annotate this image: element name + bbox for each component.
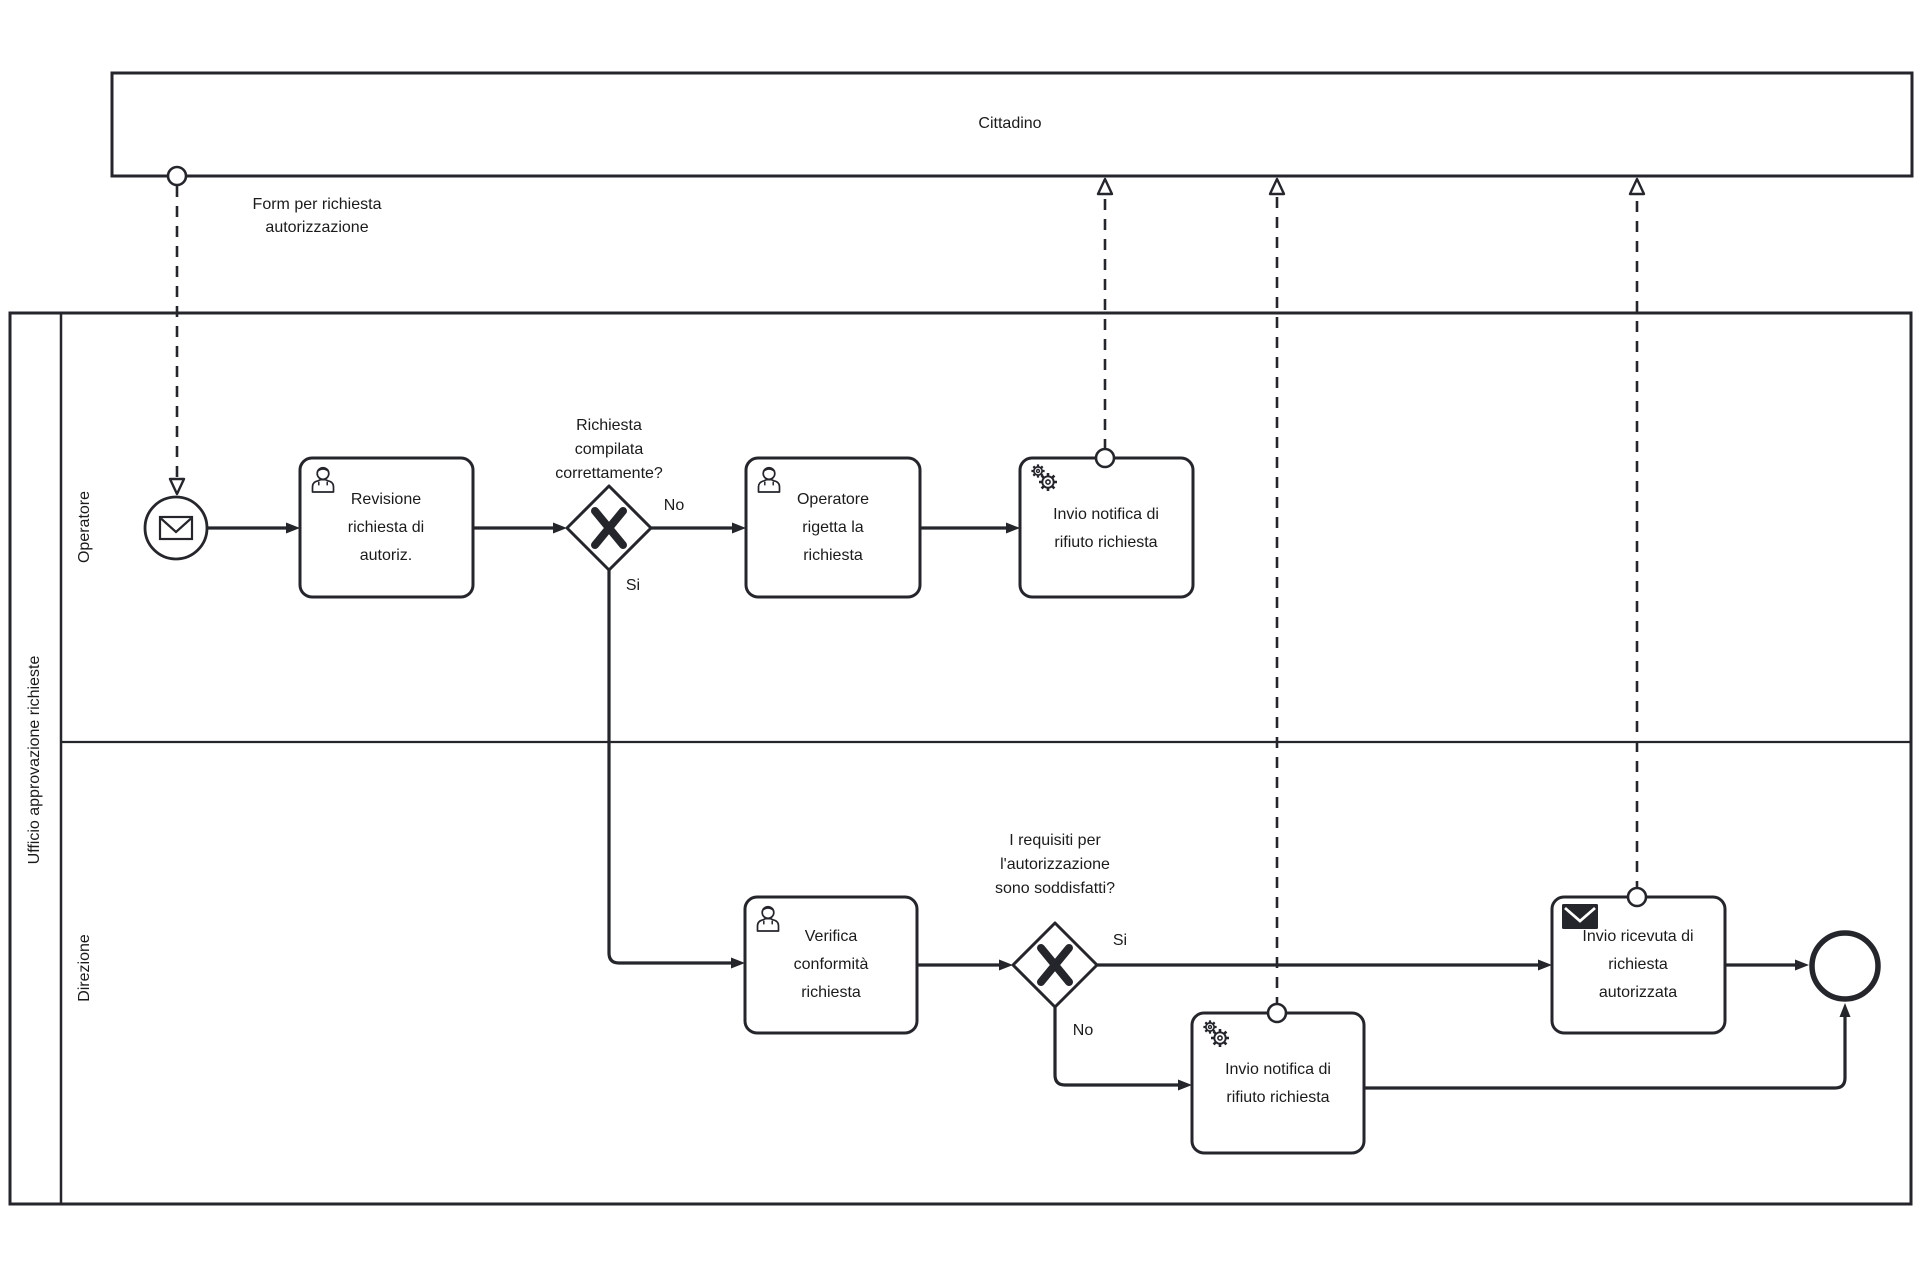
message-flow-notifica-direzione[interactable]: [1268, 177, 1286, 1008]
end-event[interactable]: [1809, 930, 1881, 1002]
flow-gateway1-no[interactable]: [651, 522, 746, 534]
flow-gateway1-si[interactable]: [607, 570, 745, 969]
flow-gateway2-si[interactable]: [1097, 959, 1552, 971]
message-source-dot: [1266, 1002, 1288, 1024]
gateway-requisiti-soddisfatti[interactable]: [1011, 921, 1099, 1009]
pool-cittadino[interactable]: [110, 71, 1914, 178]
flow-label-no1: No: [663, 497, 685, 514]
task-verifica-conformita[interactable]: [743, 895, 919, 1035]
start-event-message[interactable]: [143, 495, 209, 561]
flow-ricevuta-to-end[interactable]: [1725, 959, 1809, 971]
arrowhead-icon: [1795, 959, 1809, 971]
open-arrowhead-up-icon: [1628, 177, 1646, 196]
arrowhead-icon: [1538, 959, 1552, 971]
task-revisione-richiesta[interactable]: [298, 456, 475, 599]
arrowhead-icon: [1178, 1079, 1192, 1091]
flow-rigetta-to-notifica[interactable]: [920, 522, 1020, 534]
pool-ufficio[interactable]: [8, 311, 1913, 1206]
open-arrowhead-up-icon: [1268, 177, 1286, 196]
lane-label-direzione: Direzione: [76, 934, 93, 1002]
flow-notifica-direzione-to-end[interactable]: [1364, 1003, 1851, 1090]
flow-label-si1: Si: [625, 577, 641, 594]
message-flow-label-form: Form per richiesta autorizzazione: [252, 196, 382, 236]
flow-gateway2-no[interactable]: [1053, 1007, 1192, 1091]
arrowhead-icon: [999, 959, 1013, 971]
open-arrowhead-down-icon: [168, 477, 186, 496]
x-marker-icon: [1037, 944, 1073, 986]
arrowhead-icon: [286, 522, 300, 534]
pool-title-ufficio: Ufficio approvazione richieste: [26, 655, 43, 865]
envelope-icon: [158, 515, 194, 541]
gateway-richiesta-compilata[interactable]: [565, 484, 653, 572]
flow-revisione-to-gateway1[interactable]: [473, 522, 567, 534]
task-label-rigetta: Operatore rigetta la richiesta: [796, 491, 870, 564]
arrowhead-icon: [553, 522, 567, 534]
arrowhead-icon: [731, 957, 745, 969]
gateway-label-requisiti: I requisiti per l'autorizzazione sono so…: [994, 832, 1116, 897]
task-label-revisione: Revisione richiesta di autoriz.: [347, 491, 425, 564]
task-label-invio-notifica-direzione: Invio notifica di rifiuto richiesta: [1225, 1061, 1331, 1106]
flow-label-si2: Si: [1112, 932, 1128, 949]
arrowhead-icon: [1839, 1003, 1851, 1017]
message-source-dot: [1094, 447, 1116, 469]
x-marker-icon: [591, 507, 627, 549]
flow-label-no2: No: [1072, 1022, 1094, 1039]
message-flow-ricevuta[interactable]: [1628, 177, 1646, 892]
flow-verifica-to-gateway2[interactable]: [917, 959, 1013, 971]
task-label-invio-ricevuta: Invio ricevuta di richiesta autorizzata: [1582, 928, 1694, 1001]
message-source-dot: [1626, 886, 1648, 908]
message-source-dot: [166, 165, 188, 187]
gateway-label-compilata: Richiesta compilata correttamente?: [555, 417, 663, 482]
task-label-invio-notifica-operatore: Invio notifica di rifiuto richiesta: [1053, 506, 1159, 551]
lane-label-operatore: Operatore: [76, 490, 93, 564]
arrowhead-icon: [732, 522, 746, 534]
flow-start-to-revisione[interactable]: [207, 522, 300, 534]
pool-title-cittadino: Cittadino: [978, 115, 1042, 132]
filled-envelope-icon: [1562, 904, 1598, 929]
message-flow-notifica-operatore[interactable]: [1096, 177, 1114, 450]
arrowhead-icon: [1006, 522, 1020, 534]
open-arrowhead-up-icon: [1096, 177, 1114, 196]
task-label-verifica: Verifica conformità richiesta: [793, 928, 869, 1001]
message-flow-form[interactable]: [168, 186, 186, 496]
task-operatore-rigetta[interactable]: [744, 456, 922, 599]
